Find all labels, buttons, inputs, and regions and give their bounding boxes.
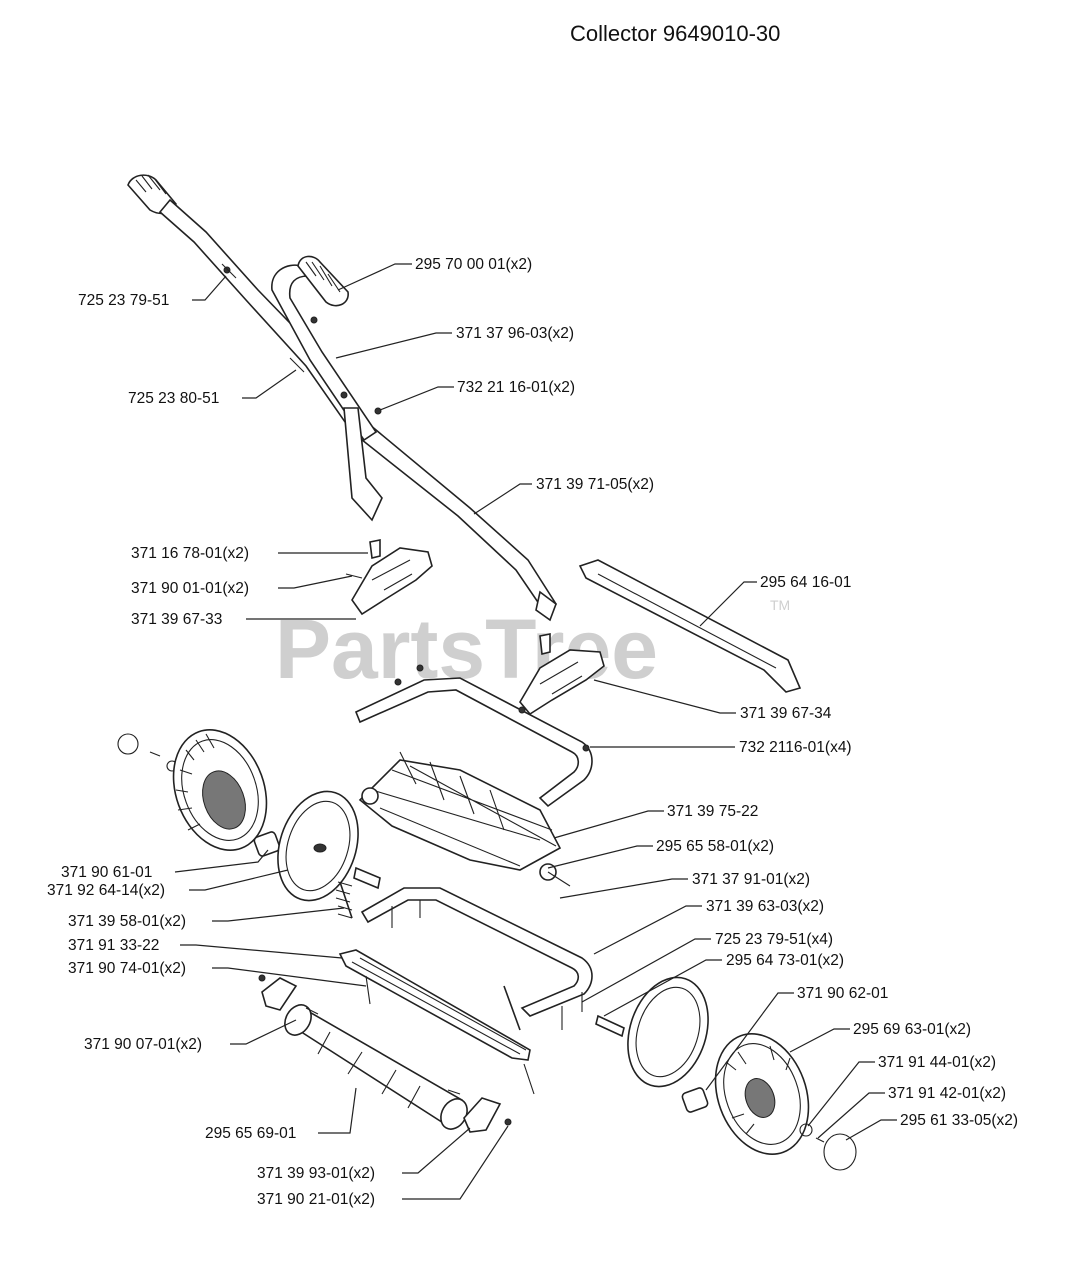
part-label: 295 69 63-01(x2) xyxy=(853,1021,971,1038)
part-label: 371 37 91-01(x2) xyxy=(692,871,810,888)
part-label: 371 16 78-01(x2) xyxy=(131,545,249,562)
part-label: 371 39 58-01(x2) xyxy=(68,913,186,930)
lower-frame xyxy=(360,887,593,1030)
part-label: 371 90 62-01 xyxy=(797,985,888,1002)
spring-right xyxy=(503,985,521,1031)
part-label: 725 23 79-51 xyxy=(78,292,169,309)
left-wheel xyxy=(117,729,281,857)
left-side-plate xyxy=(277,790,359,902)
part-label: 371 92 64-14(x2) xyxy=(47,882,165,899)
part-label: 371 37 96-03(x2) xyxy=(456,325,574,342)
bed-knife xyxy=(338,949,535,1095)
part-label: 295 65 69-01 xyxy=(205,1125,296,1142)
part-label: 295 65 58-01(x2) xyxy=(656,838,774,855)
part-label: 371 91 33-22 xyxy=(68,937,159,954)
part-label: 371 90 01-01(x2) xyxy=(131,580,249,597)
part-label: 295 61 33-05(x2) xyxy=(900,1112,1018,1129)
part-label: 732 2116-01(x4) xyxy=(739,739,852,756)
side-bracket-right xyxy=(519,633,605,716)
grass-deflector-plate xyxy=(578,559,802,693)
part-label: 725 23 80-51 xyxy=(128,390,219,407)
cutting-reel xyxy=(358,751,571,887)
part-label: 725 23 79-51(x4) xyxy=(715,931,833,948)
rear-roller xyxy=(258,974,512,1133)
part-label: 371 90 07-01(x2) xyxy=(84,1036,202,1053)
part-label: 295 70 00 01(x2) xyxy=(415,256,532,273)
part-label: 371 39 63-03(x2) xyxy=(706,898,824,915)
spring-left xyxy=(335,881,353,919)
part-label: 371 90 61-01 xyxy=(61,864,152,881)
part-label: 295 64 73-01(x2) xyxy=(726,952,844,969)
right-side-plate xyxy=(595,976,709,1088)
diagram-title: Collector 9649010-30 xyxy=(570,21,780,46)
part-label: 371 91 44-01(x2) xyxy=(878,1054,996,1071)
right-grip xyxy=(297,255,349,307)
handle-assembly xyxy=(127,174,558,622)
part-label: 371 39 71-05(x2) xyxy=(536,476,654,493)
part-label: 371 39 67-34 xyxy=(740,705,832,722)
watermark-trademark: TM xyxy=(770,597,790,613)
axle-pin xyxy=(353,866,381,890)
part-label: 371 91 42-01(x2) xyxy=(888,1085,1006,1102)
left-grip xyxy=(127,174,177,215)
part-label: 371 39 67-33 xyxy=(131,611,222,628)
part-labels: 295 70 00 01(x2) 725 23 79-51 371 37 96-… xyxy=(47,256,1018,1208)
upper-frame xyxy=(354,664,593,808)
right-wheel xyxy=(681,1033,857,1171)
part-label: 295 64 16-01 xyxy=(760,574,851,591)
part-label: 371 90 74-01(x2) xyxy=(68,960,186,977)
side-bracket-left xyxy=(345,539,433,616)
part-label: 732 21 16-01(x2) xyxy=(457,379,575,396)
part-label: 371 39 75-22 xyxy=(667,803,758,820)
part-label: 371 90 21-01(x2) xyxy=(257,1191,375,1208)
part-label: 371 39 93-01(x2) xyxy=(257,1165,375,1182)
leader-lines xyxy=(174,263,897,1200)
